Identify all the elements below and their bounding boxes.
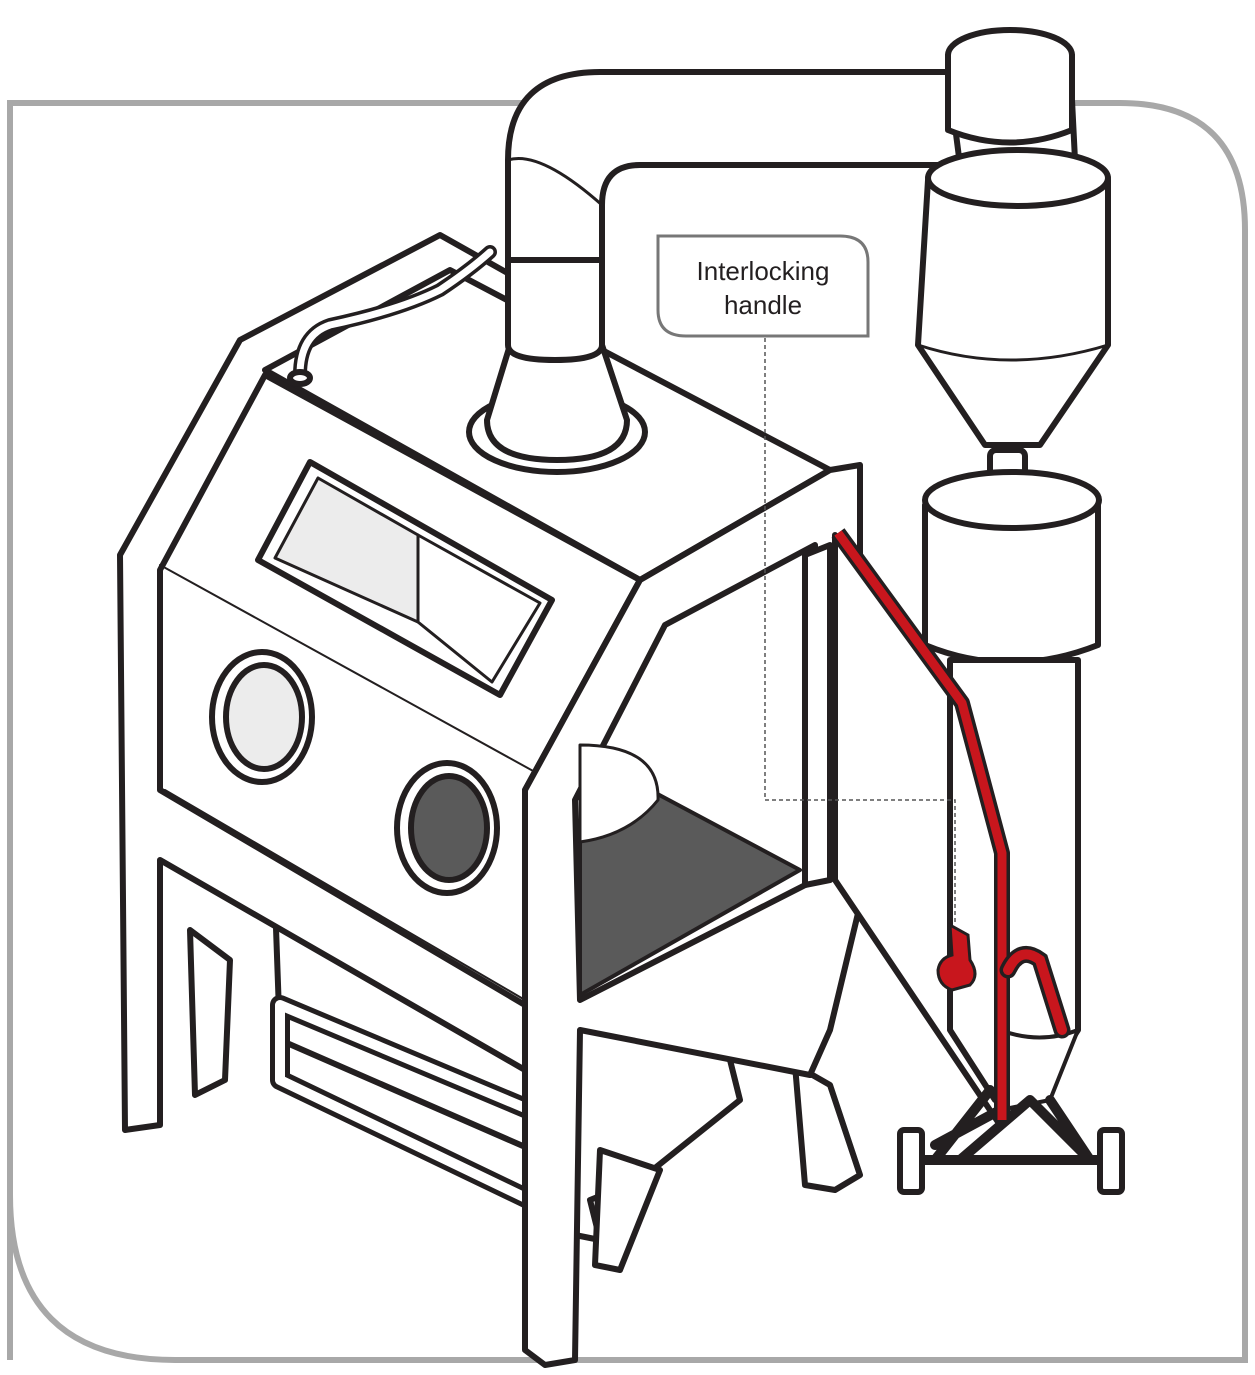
rear-right-leg [795, 1065, 860, 1190]
callout-label-line1: Interlocking [658, 254, 868, 288]
cart-wheel-right [1100, 1130, 1122, 1192]
rear-left-leg [190, 930, 230, 1095]
side-post [805, 545, 830, 885]
duct-vertical [508, 260, 602, 360]
collector-cone [1000, 1030, 1078, 1110]
hopper-chute [595, 1150, 660, 1270]
cart-wheel-left [900, 1130, 922, 1192]
cyclone-body-top [928, 150, 1108, 206]
dust-bin-top [925, 472, 1099, 528]
callout-label: Interlocking handle [658, 254, 868, 322]
cyclone-body [918, 180, 1108, 445]
callout-label-line2: handle [658, 288, 868, 322]
hose-fitting [290, 372, 310, 384]
glove-port-right-inner [411, 776, 487, 880]
cyclone-cap [948, 55, 1072, 143]
glove-port-left-inner [226, 665, 302, 769]
